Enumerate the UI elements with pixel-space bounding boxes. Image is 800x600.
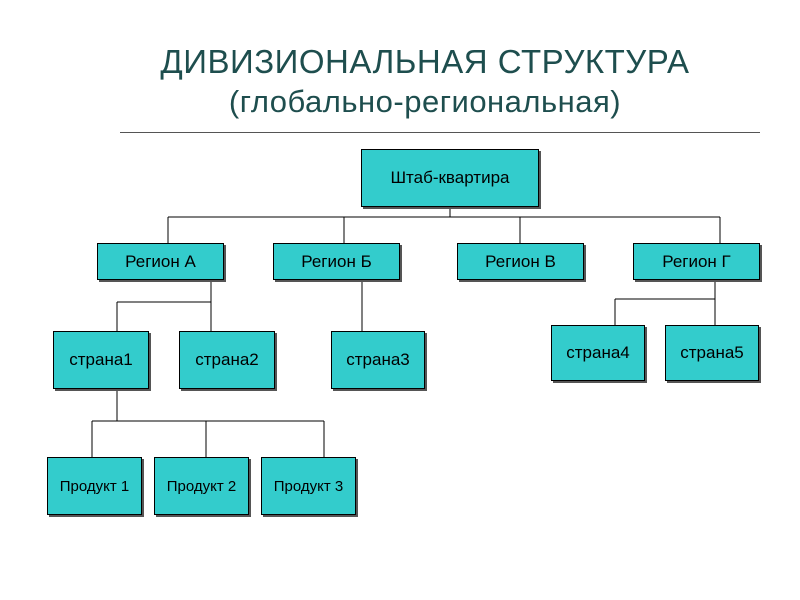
node-country2: страна2 xyxy=(179,331,275,389)
node-headquarters: Штаб-квартира xyxy=(361,149,539,207)
node-product1: Продукт 1 xyxy=(47,457,142,515)
node-country5: страна5 xyxy=(665,325,759,381)
node-product3: Продукт 3 xyxy=(261,457,356,515)
diagram-subtitle: (глобально-региональная) xyxy=(228,84,622,119)
node-region-g: Регион Г xyxy=(633,243,760,280)
diagram-title: ДИВИЗИОНАЛЬНАЯ СТРУКТУРА xyxy=(160,43,690,80)
node-region-b: Регион Б xyxy=(273,243,400,280)
node-country3: страна3 xyxy=(331,331,425,389)
node-region-v: Регион В xyxy=(457,243,584,280)
node-product2: Продукт 2 xyxy=(154,457,249,515)
node-region-a: Регион А xyxy=(97,243,224,280)
title-divider xyxy=(120,132,760,133)
node-country1: страна1 xyxy=(53,331,149,389)
node-country4: страна4 xyxy=(551,325,645,381)
